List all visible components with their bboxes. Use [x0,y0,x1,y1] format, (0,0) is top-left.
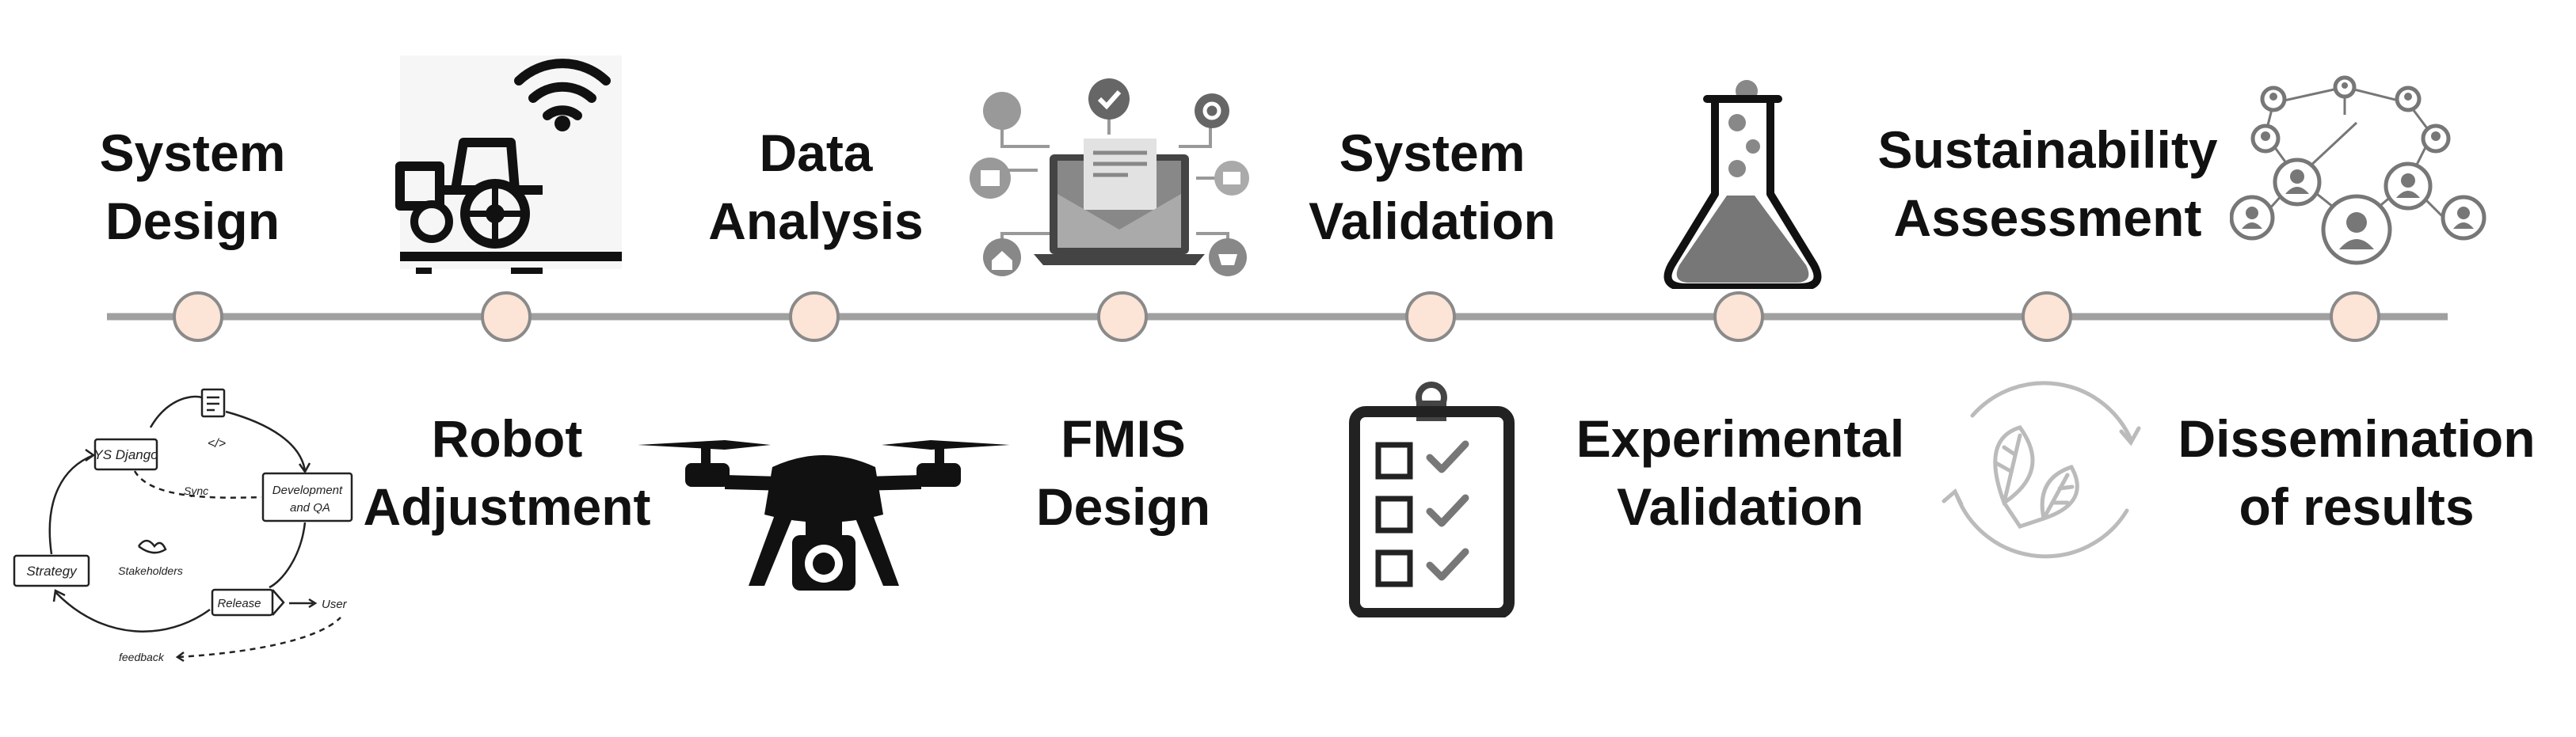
step-fmis-design: FMIS Design [1036,405,1210,541]
laptop-network-icon [970,78,1249,276]
step-label-line: Design [1035,477,1211,536]
step-label-line: Assessment [1893,188,2202,247]
sketch-development-2: and QA [290,501,330,515]
sketch-sync: Sync [184,484,208,497]
timeline-node [789,291,840,342]
step-label-line: Dissemination [2178,409,2536,468]
drone-icon [638,440,1010,591]
step-data-analysis: Data Analysis [708,119,923,255]
timeline-node [2022,291,2072,342]
sketch-feedback: feedback [119,651,165,663]
step-label-line: Data [759,123,873,182]
leaf-cycle-icon [1942,381,2141,559]
step-label-line: Sustainability [1877,120,2218,179]
step-label-line: of results [2239,477,2475,536]
timeline-node [481,291,532,342]
timeline-nodes [173,291,2380,342]
sketch-cycle-icon: YS Django </> Development and QA Sync St… [13,388,353,663]
sketch-ys-django: YS Django [93,447,158,462]
step-label-line: Validation [1617,477,1864,536]
step-label-line: Robot [431,409,583,468]
step-label-line: Design [105,192,280,250]
step-dissemination-of-results: Dissemination of results [2178,405,2535,541]
checklist-icon [1349,382,1515,617]
step-label-line: FMIS [1061,409,1186,468]
tractor-wifi-icon [395,55,622,274]
step-label-line: Adjustment [363,477,651,536]
step-label-line: Validation [1309,192,1556,250]
sketch-stakeholders: Stakeholders [118,564,183,577]
timeline-node [1097,291,1148,342]
people-network-icon [2230,75,2486,265]
timeline-node [1713,291,1764,342]
flask-icon [1663,80,1822,289]
step-label-line: Experimental [1576,409,1905,468]
step-system-design: System Design [100,119,286,255]
sketch-release: Release [217,597,261,610]
step-system-validation: System Validation [1309,119,1556,255]
sketch-code: </> [208,437,226,450]
timeline-node [2330,291,2380,342]
timeline-node [173,291,223,342]
sketch-strategy: Strategy [26,564,78,579]
step-experimental-validation: Experimental Validation [1576,405,1905,541]
step-label-line: Analysis [708,192,924,250]
step-sustainability-assessment: Sustainability Assessment [1877,116,2217,252]
timeline-node [1405,291,1456,342]
step-label-line: System [99,123,286,182]
sketch-development-1: Development [272,484,343,497]
sketch-user: User [322,598,348,611]
step-robot-adjustment: Robot Adjustment [364,405,651,541]
step-label-line: System [1339,123,1526,182]
